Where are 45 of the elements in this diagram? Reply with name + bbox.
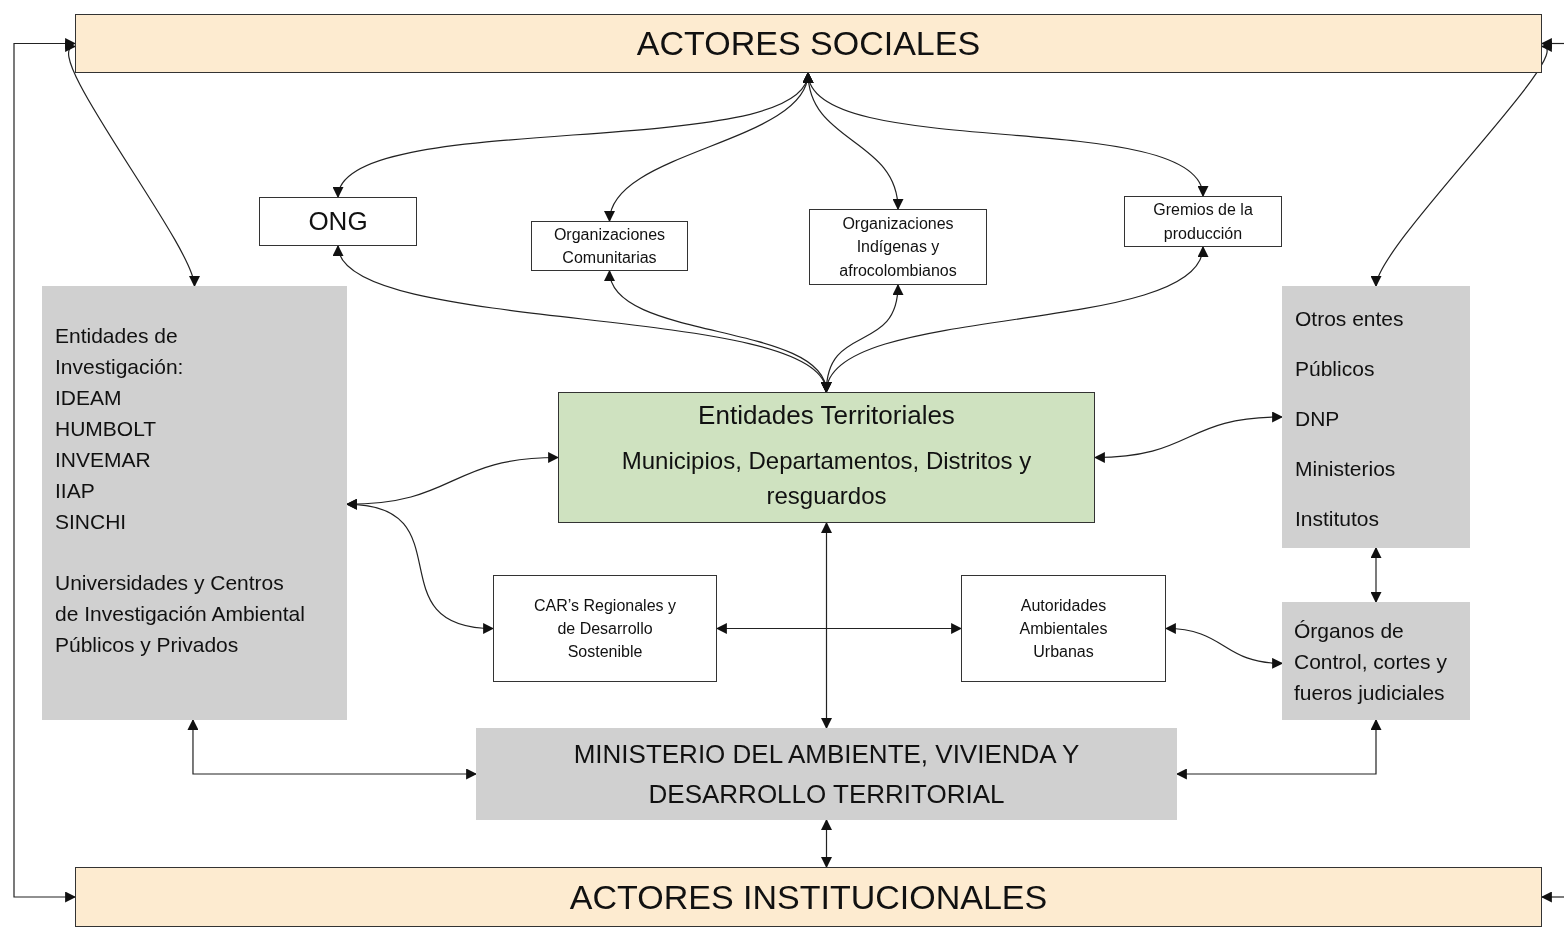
node-title: Gremios de la producción — [1152, 200, 1254, 244]
node-title: Otros entes — [1295, 307, 1405, 331]
node-text: HUMBOLT — [55, 416, 158, 442]
banner-box — [75, 867, 1542, 927]
node-title: ACTORES SOCIALES — [636, 24, 981, 63]
node-title: ONG — [308, 206, 368, 237]
node-text: SINCHI — [55, 509, 128, 535]
node-text: Públicos — [1295, 357, 1376, 381]
process-box — [961, 575, 1166, 682]
node-text: Ministerios — [1295, 457, 1397, 481]
connector-arrow — [1540, 891, 1564, 903]
node-title: Entidades de Investigación: — [55, 323, 185, 380]
node-text: DNP — [1295, 407, 1341, 431]
connector-arrow — [821, 818, 832, 869]
node-text: IDEAM — [55, 385, 123, 411]
connector-arrow — [13, 38, 77, 903]
connector-arrow — [187, 718, 478, 780]
node-title: ACTORES INSTITUCIONALES — [569, 877, 1048, 917]
banner-box — [75, 14, 1542, 73]
node-text: Institutos — [1295, 507, 1381, 531]
node-title: Autoridades Ambientales Urbanas — [1018, 595, 1109, 663]
info-panel — [1282, 286, 1470, 548]
connector-arrow — [821, 521, 832, 730]
node-title: Órganos de Control, cortes y fueros judiciales — [1294, 617, 1448, 706]
info-panel — [42, 286, 347, 720]
connector-arrow — [1093, 411, 1284, 463]
highlight-box — [558, 392, 1095, 523]
info-panel — [1282, 602, 1470, 720]
process-box — [259, 197, 417, 246]
process-box — [1124, 196, 1282, 247]
node-title: Entidades Territoriales — [698, 399, 955, 432]
node-text: IIAP — [55, 478, 96, 504]
node-title: CAR’s Regionales y de Desarrollo Sostenible — [533, 595, 677, 663]
connector-arrow — [715, 623, 963, 634]
process-box — [493, 575, 717, 682]
node-text: Municipios, Departamentos, Distritos y resguardos — [620, 446, 1033, 511]
node-title: Organizaciones Indígenas y afrocolombianos — [838, 214, 958, 281]
node-title: MINISTERIO DEL AMBIENTE, VIVIENDA Y DESARROLLO TERRITORIAL — [572, 738, 1081, 811]
node-text: INVEMAR — [55, 447, 152, 473]
info-panel — [476, 728, 1177, 820]
connector-arrow — [1370, 546, 1382, 604]
connector-arrow — [1540, 38, 1564, 49]
node-text: Universidades y Centros de Investigación Ambiental Públicos y Privados — [55, 570, 306, 658]
process-box — [809, 209, 987, 285]
connector-arrow — [1164, 623, 1284, 669]
